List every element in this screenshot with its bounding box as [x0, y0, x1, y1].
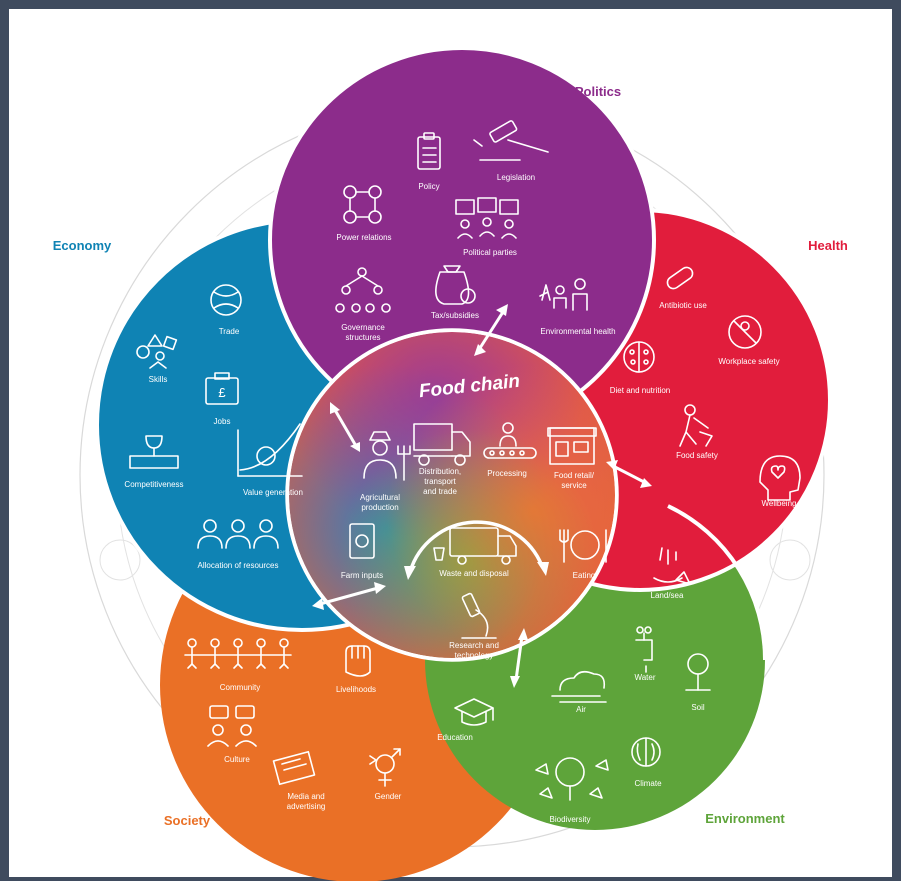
gavel-icon — [473, 120, 549, 161]
health-item-antibiotic-use: Antibiotic use — [659, 301, 707, 310]
shapes-icon — [136, 334, 178, 369]
society-item-gender: Gender — [375, 792, 402, 801]
truck-icon — [413, 423, 471, 466]
stage-production: production — [361, 503, 398, 512]
shop-icon — [547, 427, 597, 465]
economy-item-value-generation: Value generation — [243, 488, 303, 497]
environment-item-soil: Soil — [691, 703, 705, 712]
seed-bag-icon — [349, 523, 375, 559]
stage-transport: transport — [424, 477, 456, 486]
politics-item-power-relations: Power relations — [336, 233, 391, 242]
growth-chart-icon — [237, 423, 303, 477]
fist-icon — [345, 645, 371, 677]
health-item-diet-nutrition: Diet and nutrition — [610, 386, 670, 395]
politics-item-tax-subsidies: Tax/subsidies — [431, 311, 479, 320]
food-chain-cycle-arrows — [404, 520, 549, 580]
society-item-culture: Culture — [224, 755, 250, 764]
stage-farm-inputs: Farm inputs — [341, 571, 383, 580]
birds-tree-icon — [535, 757, 609, 801]
plate-half-icon — [623, 341, 655, 373]
fish-icon — [653, 547, 691, 585]
pill-icon — [666, 266, 694, 290]
society-item-community: Community — [220, 683, 260, 692]
health-title: Health — [808, 238, 848, 253]
politics-item-governance: Governance — [341, 323, 385, 332]
environment-item-biodiversity: Biodiversity — [550, 815, 591, 824]
globe-leaf-icon — [631, 737, 661, 767]
network-icon — [343, 185, 382, 224]
hierarchy-icon — [335, 267, 391, 313]
podium-icon — [129, 435, 179, 469]
politics-item-legislation: Legislation — [497, 173, 535, 182]
cloud-wind-icon — [551, 670, 607, 703]
society-item-media: Media and — [287, 792, 324, 801]
health-item-food-safety: Food safety — [676, 451, 718, 460]
environment-title: Environment — [705, 811, 785, 826]
connector-arrows — [312, 304, 652, 688]
conveyor-icon — [483, 422, 537, 459]
health-item-workplace-safety: Workplace safety — [718, 357, 779, 366]
stage-research: Research and — [449, 641, 499, 650]
flags-icon — [455, 197, 519, 239]
heart-head-icon — [759, 455, 801, 501]
stage-distribution: Distribution, — [419, 467, 461, 476]
community-icon — [184, 638, 292, 669]
environment-item-land-sea: Land/sea — [651, 591, 684, 600]
politics-title: Politics — [575, 84, 621, 99]
politics-item-structures: structures — [345, 333, 380, 342]
clipboard-icon — [417, 132, 441, 170]
environment-item-climate: Climate — [634, 779, 662, 788]
stage-processing: Processing — [487, 469, 527, 478]
gender-icon — [369, 748, 401, 787]
newspaper-icon — [272, 750, 316, 786]
family-tree-icon — [539, 278, 588, 311]
pound-case-icon: £ — [205, 372, 239, 405]
economy-item-skills: Skills — [149, 375, 168, 384]
politics-item-policy: Policy — [418, 182, 439, 191]
stage-service: service — [561, 481, 587, 490]
bin-truck-icon — [433, 527, 517, 565]
economy-item-competitiveness: Competitiveness — [124, 480, 183, 489]
stage-waste: Waste and disposal — [439, 569, 509, 578]
society-title: Society — [164, 813, 211, 828]
cutlery-icon — [559, 529, 607, 563]
economy-item-allocation: Allocation of resources — [198, 561, 279, 570]
health-item-wellbeing: Wellbeing — [762, 499, 797, 508]
stage-eating: Eating — [573, 571, 596, 580]
no-worker-icon — [728, 315, 762, 349]
farmer-food-icon — [679, 404, 713, 447]
economy-title: Economy — [53, 238, 112, 253]
environment-item-air: Air — [576, 705, 586, 714]
environment-item-water: Water — [634, 673, 655, 682]
speech-people-icon — [207, 705, 257, 747]
svg-text:£: £ — [218, 385, 226, 400]
society-item-livelihoods: Livelihoods — [336, 685, 376, 694]
food-chain-circle — [285, 328, 619, 662]
graduation-cap-icon — [454, 698, 494, 726]
tap-icon — [635, 626, 653, 673]
microscope-icon — [461, 592, 497, 639]
economy-item-trade: Trade — [219, 327, 240, 336]
farmer-icon — [363, 431, 411, 481]
stage-technology: technology — [455, 651, 494, 660]
globe-arrows-icon — [210, 284, 242, 316]
stage-and-trade: and trade — [423, 487, 457, 496]
stage-food-retail: Food retail/ — [554, 471, 595, 480]
society-item-education: Education — [437, 733, 473, 742]
politics-item-political-parties: Political parties — [463, 248, 517, 257]
tree-icon — [685, 653, 711, 691]
people-icon — [197, 519, 279, 549]
society-item-advertising: advertising — [287, 802, 326, 811]
money-bag-icon — [435, 265, 476, 305]
environment-overlap-edge — [667, 504, 768, 661]
health-item-environmental-health: Environmental health — [540, 327, 615, 336]
economy-item-jobs: Jobs — [214, 417, 231, 426]
stage-agricultural: Agricultural — [360, 493, 400, 502]
